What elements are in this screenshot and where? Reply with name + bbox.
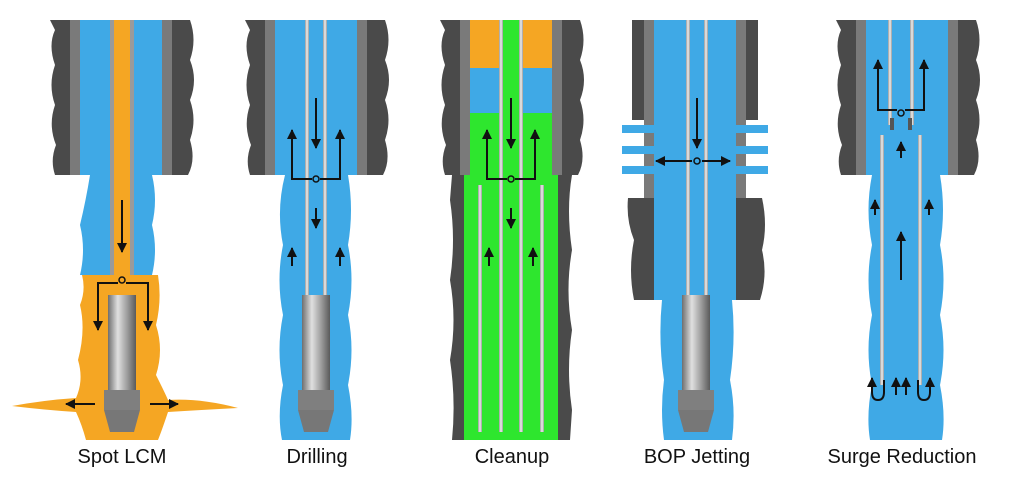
flow-arrow xyxy=(873,59,897,111)
drill-bit xyxy=(678,410,714,432)
drill-bit xyxy=(298,410,334,432)
bop-cavity xyxy=(622,20,768,198)
formation-wall-left-lower xyxy=(627,198,654,300)
drill-pipe-lcm xyxy=(114,20,130,275)
inner-tube-right xyxy=(540,185,544,432)
caption-bop-jetting: BOP Jetting xyxy=(643,446,751,468)
cleanup-fluid-hole xyxy=(462,175,560,440)
open-hole-fluid xyxy=(868,175,944,440)
flow-arrow xyxy=(126,282,153,331)
lower-wellbore xyxy=(654,198,736,300)
annulus-fluid xyxy=(866,20,948,175)
casing-left xyxy=(856,20,866,175)
port xyxy=(507,175,515,183)
flow-arrow xyxy=(320,129,345,180)
formation-wall-right-lower xyxy=(736,198,765,300)
port xyxy=(693,157,701,165)
port xyxy=(118,276,126,284)
drill-pipe-right xyxy=(910,20,914,125)
port xyxy=(897,109,905,117)
caption-cleanup: Cleanup xyxy=(474,446,550,468)
casing-right xyxy=(736,20,746,300)
formation-wall-right-lower xyxy=(558,175,572,440)
drill-pipe-right xyxy=(519,20,523,432)
formation-wall-left xyxy=(50,20,70,175)
casing-right xyxy=(552,20,562,175)
caption-spot-lcm: Spot LCM xyxy=(77,446,167,468)
drill-pipe-right xyxy=(323,20,327,300)
casing-left xyxy=(460,20,470,175)
formation-wall-right xyxy=(562,20,584,175)
flow-arrow xyxy=(905,59,929,111)
casing-right xyxy=(948,20,958,175)
flow-arrow xyxy=(287,129,312,180)
flow-arrow xyxy=(482,129,507,180)
downhole-tool xyxy=(302,295,330,395)
drill-bit xyxy=(104,410,140,432)
panel-bop-jetting xyxy=(622,20,768,440)
annulus-fluid xyxy=(275,20,357,175)
inner-tube-left xyxy=(478,185,482,432)
panel-spot-lcm xyxy=(12,20,238,440)
port xyxy=(312,175,320,183)
casing-right xyxy=(162,20,172,175)
caption-surge-reduction: Surge Reduction xyxy=(827,446,977,468)
panel-drilling xyxy=(245,20,389,440)
inner-tube-left xyxy=(880,135,884,385)
flow-arrow xyxy=(917,377,935,402)
casing-right xyxy=(357,20,367,175)
downhole-tool xyxy=(682,295,710,395)
caption-drilling: Drilling xyxy=(286,446,348,468)
drill-pipe-left xyxy=(888,20,892,125)
panel-cleanup xyxy=(440,20,584,440)
flow-arrow xyxy=(93,282,118,331)
formation-wall-right xyxy=(958,20,980,175)
formation-wall-left xyxy=(440,20,460,175)
casing-left xyxy=(70,20,80,175)
formation-wall-right xyxy=(172,20,194,175)
formation-wall-left xyxy=(245,20,265,175)
drill-pipe-left xyxy=(499,20,503,432)
drill-pipe-left xyxy=(305,20,309,300)
formation-wall-left xyxy=(836,20,856,175)
flow-arrow xyxy=(867,377,885,402)
formation-wall-right xyxy=(367,20,389,175)
panel-surge-reduction xyxy=(836,20,980,440)
casing-left xyxy=(644,20,654,300)
downhole-tool xyxy=(108,295,136,395)
casing-left xyxy=(265,20,275,175)
flow-arrow xyxy=(515,129,540,180)
inner-tube-right xyxy=(918,135,922,385)
formation-wall-left-lower xyxy=(450,175,464,440)
